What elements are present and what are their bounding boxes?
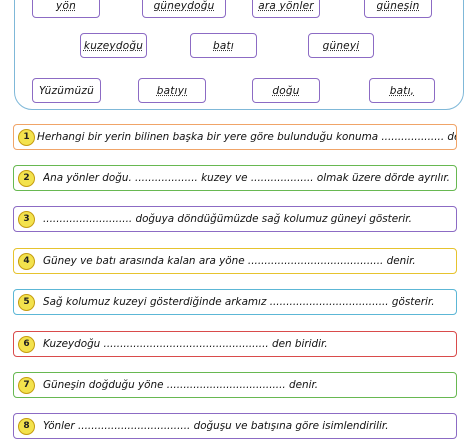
word-bank-item: güneyi [308, 33, 374, 58]
word-bank-item: kuzeydoğu [80, 33, 147, 58]
question-1: 1 Herhangi bir yerin bilinen başka bir y… [13, 124, 457, 150]
question-text: Yönler .................................… [43, 420, 389, 432]
word-bank-item: ara yönler [252, 0, 320, 18]
question-6: 6 Kuzeydoğu ............................… [13, 331, 457, 357]
question-number-badge: 8 [18, 417, 35, 435]
question-number-badge: 4 [18, 252, 35, 270]
word-bank-box: yön güneydoğu ara yönler güneşin kuzeydo… [14, 0, 464, 110]
question-number-badge: 7 [18, 376, 35, 394]
word-bank-item: güneydoğu [142, 0, 226, 18]
question-text: Herhangi bir yerin bilinen başka bir yer… [37, 131, 456, 143]
question-number-badge: 5 [18, 293, 35, 311]
question-2: 2 Ana yönler doğu. ................... k… [13, 165, 457, 191]
word-bank-item: Yüzümüzü [32, 78, 101, 103]
question-text: Güneşin doğduğu yöne ...................… [43, 379, 319, 391]
question-text: ........................... doğuya döndü… [43, 213, 412, 225]
question-number-badge: 3 [18, 210, 35, 228]
question-text: Güney ve batı arasında kalan ara yöne ..… [43, 255, 416, 267]
word-bank-item: yön [32, 0, 100, 18]
question-8: 8 Yönler ...............................… [13, 413, 457, 439]
question-text: Sağ kolumuz kuzeyi gösterdiğinde arkamız… [43, 296, 435, 308]
question-number-badge: 6 [18, 335, 35, 353]
word-bank-item: doğu [252, 78, 320, 103]
word-bank-item: batı, [369, 78, 435, 103]
word-bank-item: batıyı [138, 78, 206, 103]
question-3: 3 ........................... doğuya dön… [13, 206, 457, 232]
word-bank-item: batı [190, 33, 257, 58]
question-text: Kuzeydoğu ..............................… [43, 338, 328, 350]
question-number-badge: 2 [18, 169, 35, 187]
word-bank-item: güneşin [364, 0, 432, 18]
question-4: 4 Güney ve batı arasında kalan ara yöne … [13, 248, 457, 274]
question-number-badge: 1 [18, 128, 35, 146]
question-5: 5 Sağ kolumuz kuzeyi gösterdiğinde arkam… [13, 289, 457, 315]
question-7: 7 Güneşin doğduğu yöne .................… [13, 372, 457, 398]
question-text: Ana yönler doğu. ................... kuz… [43, 172, 450, 184]
